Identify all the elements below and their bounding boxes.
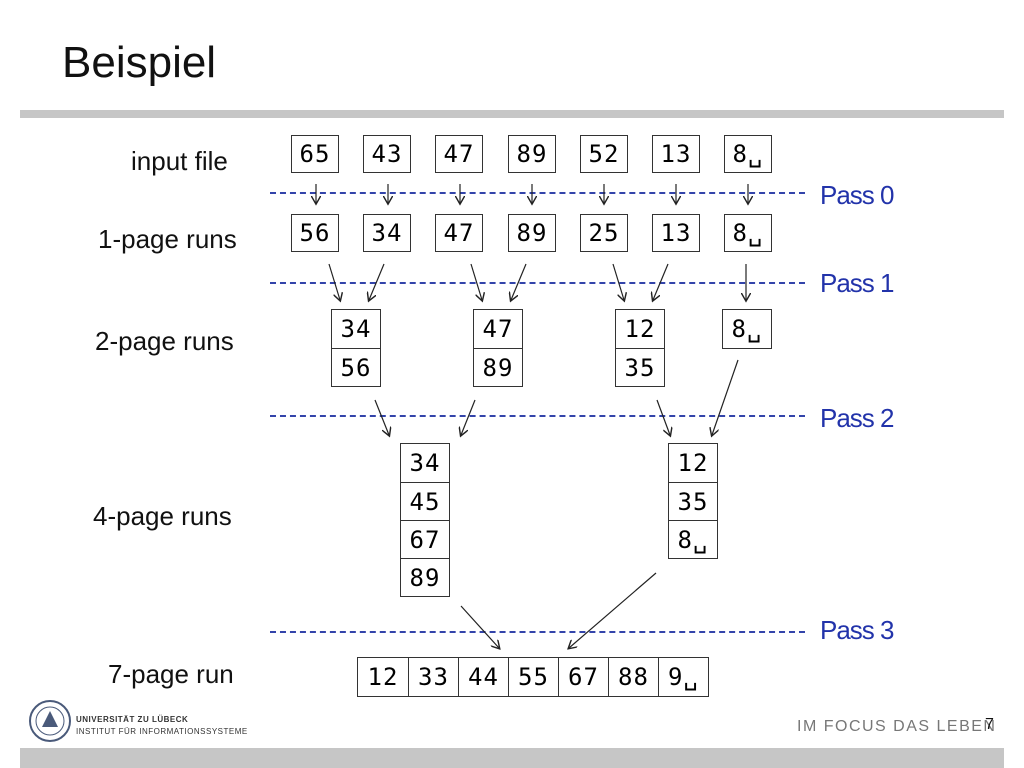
run-page: 34 — [340, 315, 372, 343]
run-page: 56 — [332, 348, 380, 386]
run-page: 67 — [401, 520, 449, 558]
arrow — [569, 572, 657, 648]
arrow — [612, 263, 624, 300]
run-page: 89 — [474, 348, 522, 386]
run-page: 33 — [408, 658, 458, 696]
input-page: 13 — [652, 135, 700, 173]
arrow — [653, 263, 669, 300]
one-page-run: 34 — [363, 214, 411, 252]
slide-title: Beispiel — [62, 38, 217, 87]
title-divider — [20, 110, 1004, 118]
input-page: 8␣ — [724, 135, 772, 173]
university-seal-icon — [29, 700, 71, 742]
input-page: 65 — [291, 135, 339, 173]
one-page-run: 47 — [435, 214, 483, 252]
slogan: IM FOCUS DAS LEBEN — [797, 718, 997, 735]
pass-3-label: Pass 3 — [820, 615, 894, 645]
seven-page-run: 12 33 44 55 67 88 9␣ — [357, 657, 709, 697]
arrow — [460, 605, 499, 648]
four-page-run: 34 45 67 89 — [400, 443, 450, 597]
arrow — [328, 263, 340, 300]
pass-0-divider — [270, 192, 805, 194]
one-page-run: 56 — [291, 214, 339, 252]
four-page-run: 12 35 8␣ — [668, 443, 718, 559]
pass-2-label: Pass 2 — [820, 403, 894, 433]
row-label-4-page-runs: 4-page runs — [93, 501, 232, 531]
run-page: 12 — [367, 663, 399, 691]
university-name: UNIVERSITÄT ZU LÜBECK — [76, 715, 189, 724]
arrow — [511, 263, 527, 300]
run-page: 47 — [482, 315, 514, 343]
pass-2-divider — [270, 415, 805, 417]
two-page-run: 34 56 — [331, 309, 381, 387]
arrow — [369, 263, 385, 300]
run-page: 12 — [624, 315, 656, 343]
run-page: 8␣ — [731, 315, 763, 343]
institute-name: INSTITUT FÜR INFORMATIONSSYSTEME — [76, 727, 248, 736]
one-page-run: 25 — [580, 214, 628, 252]
run-page: 67 — [558, 658, 608, 696]
input-page: 43 — [363, 135, 411, 173]
row-label-1-page-runs: 1-page runs — [98, 224, 237, 254]
row-label-2-page-runs: 2-page runs — [95, 326, 234, 356]
run-page: 9␣ — [658, 658, 708, 696]
input-page: 47 — [435, 135, 483, 173]
pass-1-divider — [270, 282, 805, 284]
row-label-7-page-run: 7-page run — [108, 659, 234, 689]
two-page-run: 47 89 — [473, 309, 523, 387]
run-page: 88 — [608, 658, 658, 696]
one-page-run: 89 — [508, 214, 556, 252]
arrow — [374, 399, 389, 435]
two-page-run: 8␣ — [722, 309, 772, 349]
arrow — [461, 399, 476, 435]
pass-3-divider — [270, 631, 805, 633]
run-page: 55 — [508, 658, 558, 696]
input-page: 89 — [508, 135, 556, 173]
arrow — [470, 263, 482, 300]
two-page-run: 12 35 — [615, 309, 665, 387]
arrow — [712, 359, 739, 435]
row-label-input-file: input file — [131, 146, 228, 176]
run-page: 8␣ — [669, 520, 717, 558]
one-page-run: 8␣ — [724, 214, 772, 252]
run-page: 89 — [401, 558, 449, 596]
run-page: 34 — [409, 449, 441, 477]
run-page: 12 — [677, 449, 709, 477]
run-page: 35 — [669, 482, 717, 520]
one-page-run: 13 — [652, 214, 700, 252]
pass-1-label: Pass 1 — [820, 268, 894, 298]
input-page: 52 — [580, 135, 628, 173]
page-number: 7 — [985, 716, 994, 733]
run-page: 45 — [401, 482, 449, 520]
run-page: 44 — [458, 658, 508, 696]
pass-0-label: Pass 0 — [820, 180, 894, 210]
arrow — [656, 399, 670, 435]
run-page: 35 — [616, 348, 664, 386]
footer-bar — [20, 748, 1004, 768]
